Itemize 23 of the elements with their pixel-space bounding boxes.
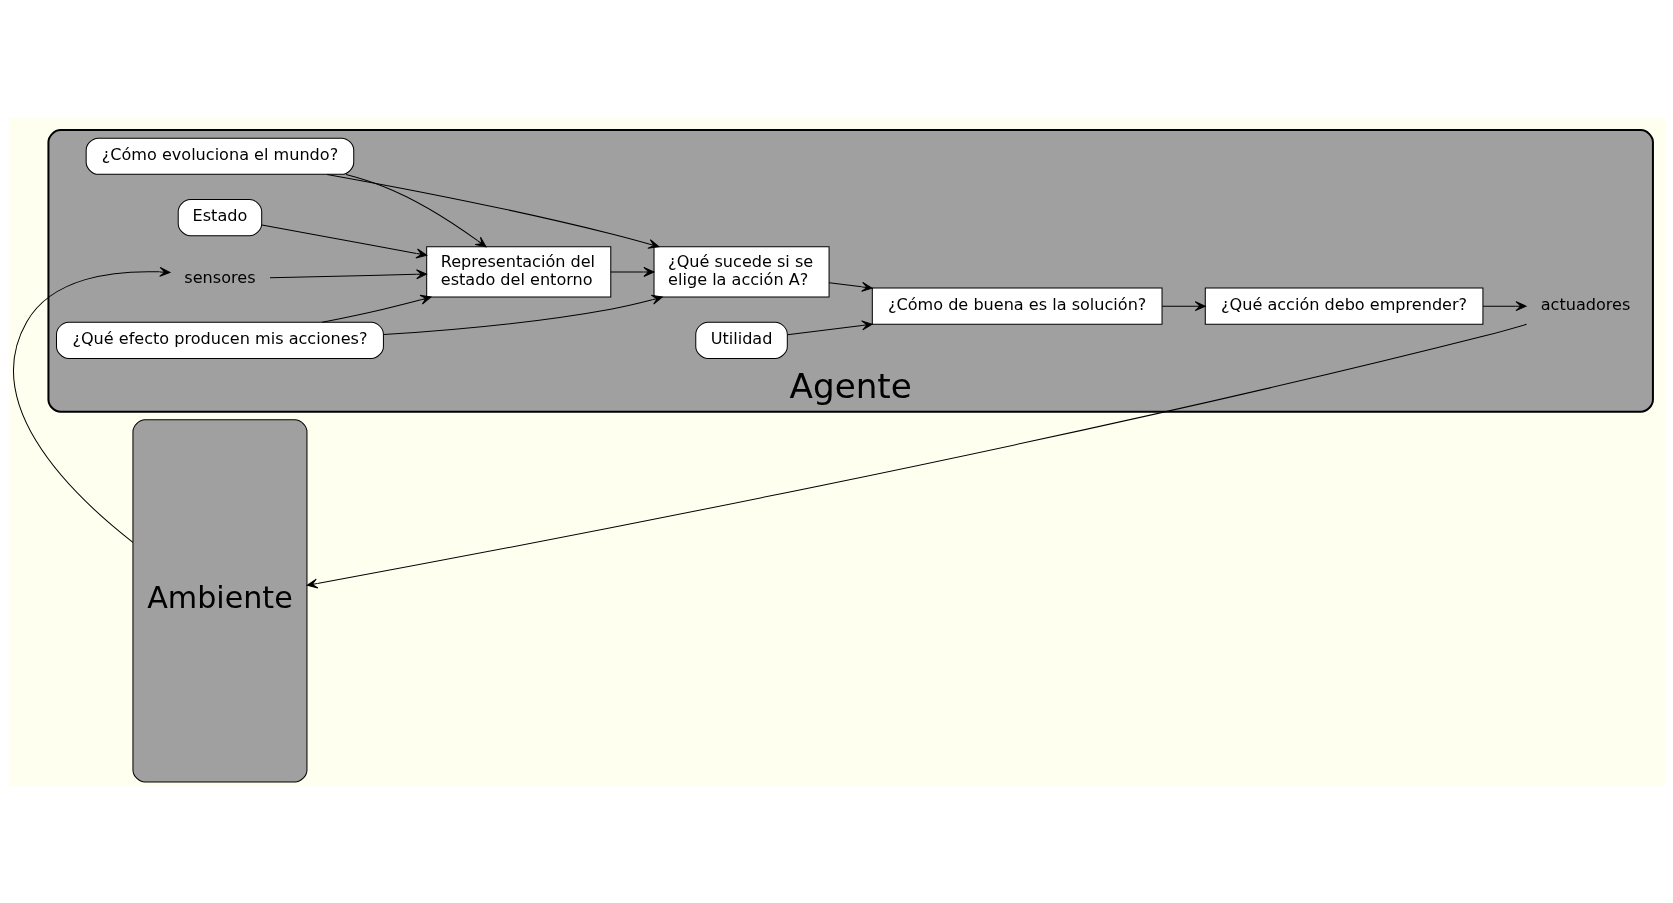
arrow [260, 224, 427, 258]
arrow [786, 319, 873, 335]
arrow [382, 294, 663, 335]
arrow [268, 268, 427, 279]
node-box: ¿Cómo evoluciona el mundo? [85, 137, 354, 175]
arrow [1161, 300, 1206, 311]
arrow [345, 173, 486, 247]
arrow [1481, 300, 1527, 311]
node-box: Representación del estado del entorno [425, 245, 611, 298]
arrow [321, 294, 431, 323]
node-box: ¿Qué sucede si se elige la acción A? [653, 245, 830, 298]
node-text: actuadores [1540, 294, 1630, 314]
arrow [828, 281, 873, 292]
node-box: Estado [177, 198, 262, 236]
node-box: ¿Qué acción debo emprender? [1204, 287, 1483, 325]
node-box: ¿Cómo de buena es la solución? [871, 287, 1163, 325]
node-box: ¿Qué efecto producen mis acciones? [55, 321, 384, 359]
arrow [326, 173, 659, 249]
node-box: Ambiente [131, 418, 307, 782]
node-box: Utilidad [694, 321, 788, 359]
arrow [609, 266, 654, 277]
node-text: sensores [183, 267, 256, 287]
arrow [12, 266, 170, 543]
